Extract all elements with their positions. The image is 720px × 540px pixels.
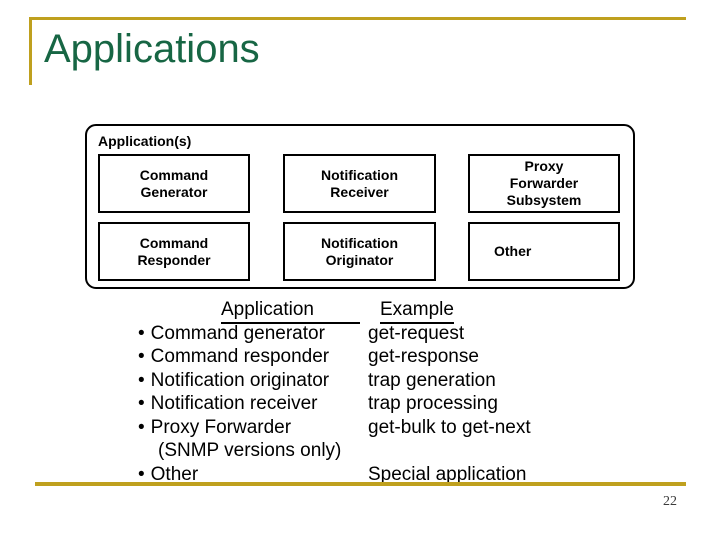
- list-item-application: •Other: [138, 463, 198, 487]
- list-item: •Notification receiver trap processing: [0, 392, 720, 416]
- footer-rule: [35, 482, 686, 486]
- app-box-line: Command: [139, 166, 209, 183]
- app-box-line: Command: [139, 234, 209, 251]
- app-box-line: Subsystem: [506, 192, 582, 208]
- list-item-application-text: Notification originator: [150, 369, 330, 391]
- list-item: •Other Special application: [0, 463, 720, 487]
- list-item-application-text: Command responder: [150, 346, 330, 367]
- list-item-application-text: Notification receiver: [150, 393, 318, 414]
- list-item-application-text: Proxy Forwarder: [150, 416, 292, 438]
- list-item-application: (SNMP versions only): [158, 439, 341, 463]
- list-item-example: trap processing: [368, 393, 498, 414]
- title-rule-left: [29, 17, 32, 85]
- bullet-icon: •: [138, 369, 145, 391]
- app-box-line: Receiver: [330, 183, 389, 200]
- list-item-example: get-bulk to get-next: [368, 416, 531, 438]
- page-title: Applications: [44, 27, 260, 71]
- list-item: •Command responder get-response: [0, 345, 720, 369]
- list-item-example: get-request: [368, 322, 465, 344]
- list-header-row: Application Example: [0, 298, 720, 324]
- app-box-line: Originator: [325, 251, 394, 268]
- page-number: 22: [663, 494, 677, 509]
- list-item: (SNMP versions only): [0, 439, 720, 463]
- bullet-icon: •: [138, 322, 145, 344]
- list-item-application: •Notification originator: [138, 369, 329, 393]
- list-header-application: Application: [221, 298, 360, 324]
- app-box-label: Other: [494, 243, 531, 260]
- app-box-line: Generator: [140, 183, 208, 200]
- list-item: •Proxy Forwarder get-bulk to get-next: [0, 416, 720, 440]
- list-item-application: •Notification receiver: [138, 392, 318, 416]
- app-box-line: Responder: [137, 251, 211, 268]
- list-item: •Command generator get-request: [0, 322, 720, 346]
- app-box-line: Other: [494, 243, 532, 259]
- applications-group-label: Application(s): [98, 133, 192, 149]
- bullet-icon: •: [138, 416, 145, 438]
- bullet-icon: •: [138, 346, 145, 367]
- list-item-example: Special application: [368, 463, 527, 485]
- list-item-application-text: Command generator: [150, 322, 325, 344]
- app-box-line: Proxy: [524, 158, 564, 174]
- app-box-line: Notification: [321, 234, 398, 251]
- bullet-icon: •: [138, 463, 145, 485]
- list-item-application: •Command generator: [138, 322, 325, 346]
- title-rule-top: [29, 17, 686, 20]
- list-item-application-text: (SNMP versions only): [158, 440, 342, 461]
- list-header-example: Example: [380, 298, 454, 324]
- app-box-other: Other: [468, 222, 620, 281]
- app-box-line: Forwarder: [509, 175, 579, 191]
- list-item-application-text: Other: [150, 463, 199, 485]
- bullet-icon: •: [138, 393, 145, 414]
- list-item-example: trap generation: [368, 369, 496, 391]
- list-item: •Notification originator trap generation: [0, 369, 720, 393]
- app-box-line: Notification: [321, 166, 398, 183]
- list-item-application: •Command responder: [138, 345, 329, 369]
- list-item-example: get-response: [368, 346, 479, 367]
- list-item-application: •Proxy Forwarder: [138, 416, 291, 440]
